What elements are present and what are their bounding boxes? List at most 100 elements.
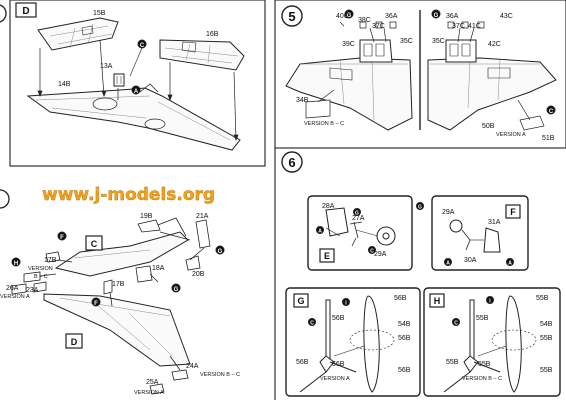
callout-g-e: G (353, 208, 361, 217)
label-20b: 20B (192, 271, 205, 278)
radiator-13a (113, 73, 125, 87)
callout-i-g: I (342, 298, 350, 307)
callout-a-f-2: A (506, 258, 514, 267)
callout-g-left-2: G (171, 283, 181, 293)
callout-c-top: C (129, 39, 147, 77)
label-18a: 18A (152, 265, 165, 272)
svg-text:C: C (454, 321, 458, 327)
label-16b: 16B (206, 31, 219, 38)
label-version-a-left: VERSION A (0, 294, 30, 300)
label-30a: 30A (464, 257, 477, 264)
label-19b: 19B (140, 213, 153, 220)
callout-g-step5-right: G (431, 9, 441, 19)
box-g-label: G (297, 296, 304, 306)
label-54b-h: 54B (540, 321, 553, 328)
label-55b-2: 55B (536, 295, 549, 302)
label-version-a-g: VERSION A (320, 376, 350, 382)
step-5-number: 5 (288, 9, 295, 24)
callout-f-left: F (57, 231, 67, 241)
label-43c: 43C (500, 13, 513, 20)
label-version-bc-h: VERSION B – C (462, 376, 502, 382)
svg-text:I: I (489, 299, 491, 305)
svg-text:G: G (347, 13, 352, 19)
label-37c-right: 37C (452, 23, 465, 30)
wing-16b (159, 39, 245, 71)
box-h-label: H (434, 296, 441, 306)
subpanel-h: H I C 55B 55B 54B 55B 55B 55B 55B (423, 287, 561, 397)
svg-text:I: I (345, 301, 347, 307)
callout-i-h: I (486, 296, 494, 305)
svg-text:D: D (22, 6, 29, 17)
svg-text:F: F (94, 301, 98, 307)
callout-c-step5-right: C (546, 105, 556, 115)
main-wing-assembly (43, 293, 191, 367)
wing-15b (37, 17, 119, 51)
step5-right-fuselage (427, 39, 557, 131)
label-17b-bottom: 17B (112, 281, 125, 288)
box-e-label: E (324, 251, 330, 261)
label-35c-left: 35C (400, 38, 413, 45)
label-55b-4: 55B (446, 359, 459, 366)
label-29a-e: 29A (374, 251, 387, 258)
svg-text:A: A (134, 89, 139, 95)
label-50b: 50B (482, 123, 495, 130)
label-56b-1: 56B (332, 315, 345, 322)
subpanel-f: F G A A 29A 31A 30A (416, 195, 529, 271)
step-6-number-circle (281, 151, 303, 173)
label-31a: 31A (488, 219, 501, 226)
svg-text:G: G (418, 205, 422, 211)
callout-g-step5-left: G (344, 9, 354, 19)
label-55b-6: 55B (540, 367, 553, 374)
box-d-bottom: D (65, 333, 83, 349)
label-version-bc-left: VERSION (28, 266, 53, 272)
svg-text:A: A (446, 261, 450, 267)
label-56b-3: 56B (398, 335, 411, 342)
label-56b-5: 56B (332, 361, 345, 368)
step5-components (305, 21, 545, 131)
label-25a: 25A (146, 379, 159, 386)
label-56b-4: 56B (296, 359, 309, 366)
label-29a-f: 29A (442, 209, 455, 216)
label-34b: 34B (296, 97, 309, 104)
callout-g-f: G (416, 202, 424, 211)
label-24a: 24A (186, 363, 199, 370)
lower-wing-14b (26, 83, 241, 151)
label-38c: 38C (358, 17, 371, 24)
label-17b-top: 17B (44, 257, 57, 264)
callout-g-left-1: G (215, 245, 225, 255)
label-36a-left: 36A (385, 13, 398, 20)
svg-text:C: C (370, 249, 374, 255)
label-21a: 21A (196, 213, 209, 220)
watermark: www.j-models.org (42, 185, 215, 205)
label-56b-6: 56B (398, 367, 411, 374)
svg-text:C: C (310, 321, 314, 327)
box-c: C (85, 235, 103, 251)
callout-c-g: C (308, 318, 316, 327)
main-assembly: C D (0, 189, 240, 396)
label-51b: 51B (542, 135, 555, 142)
fuselage-assembly (54, 217, 189, 277)
svg-text:G: G (355, 211, 359, 217)
label-23a: 23A (26, 287, 39, 294)
callout-a-top: A (131, 85, 141, 95)
svg-text:C: C (91, 239, 98, 249)
svg-text:A: A (508, 261, 512, 267)
svg-text:H: H (14, 261, 18, 267)
callout-c-h: C (452, 318, 460, 327)
label-14b: 14B (58, 81, 71, 88)
label-39c: 39C (342, 41, 355, 48)
label-41c: 41C (468, 23, 481, 30)
label-56b-2: 56B (394, 295, 407, 302)
assembly-arrows-d (37, 39, 239, 141)
callout-f-left-2: F (91, 297, 101, 307)
label-version-a-bottom: VERSION A (134, 390, 164, 396)
label-40c: 40C (336, 13, 349, 20)
box-d-top: D (15, 2, 37, 18)
subpanel-e: E G A C 28A 27A 29A (307, 195, 413, 271)
label-54b-g: 54B (398, 321, 411, 328)
label-15b: 15B (93, 10, 106, 17)
label-35c-right: 35C (432, 38, 445, 45)
subpanel-g: G I C 56B 56B 54B 56B 56B 56B 56B (285, 287, 421, 397)
label-37c: 37C (372, 23, 385, 30)
